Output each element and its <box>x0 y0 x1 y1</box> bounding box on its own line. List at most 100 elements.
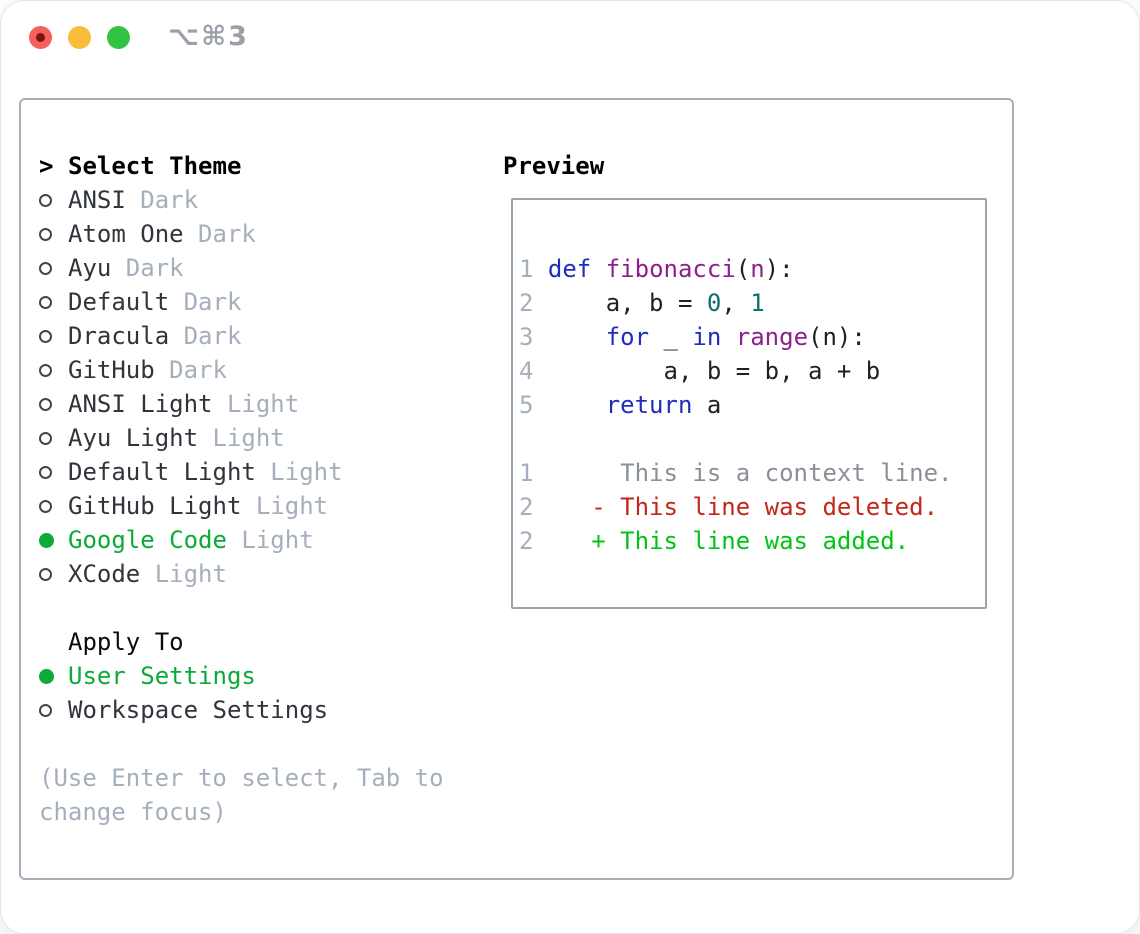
theme-item-label: Google Code <box>68 526 227 554</box>
code-token-pln: ( <box>735 255 751 283</box>
hint-text: (Use Enter to select, Tab to change focu… <box>39 761 444 829</box>
radio-selected-icon <box>39 532 68 548</box>
radio-icon <box>39 431 68 445</box>
code-token-ctx: This is a context line. <box>620 459 953 487</box>
theme-variant-label: Light <box>140 560 227 588</box>
theme-item-xcode[interactable]: XCode Light <box>39 557 444 591</box>
code-token-fn: fibonacci <box>605 255 736 283</box>
code-token-num: 2 <box>519 527 592 555</box>
code-preview: 1 def fibonacci(n): 2 a, b = 0, 1 3 for _ … <box>519 252 979 558</box>
radio-icon <box>39 295 68 309</box>
theme-item-ansi-light[interactable]: ANSI Light Light <box>39 387 444 421</box>
theme-variant-label: Light <box>226 526 314 554</box>
theme-item-dracula[interactable]: Dracula Dark <box>39 319 444 353</box>
code-line: 3 for _ in range(n): <box>519 320 979 354</box>
code-token-del: - This line was deleted. <box>591 493 939 521</box>
theme-item-github[interactable]: GitHub Dark <box>39 353 444 387</box>
apply-option-label: Workspace Settings <box>68 696 329 724</box>
theme-item-atom-one[interactable]: Atom One Dark <box>39 217 444 251</box>
radio-icon <box>39 499 68 513</box>
close-dot-icon <box>36 33 45 42</box>
theme-variant-label: Dark <box>169 288 242 316</box>
apply-to-heading: Apply To <box>39 625 444 659</box>
theme-item-label: Dracula <box>68 322 170 350</box>
code-token-num: 5 <box>519 391 548 419</box>
select-theme-heading: > Select Theme <box>39 149 444 183</box>
spacer <box>39 727 444 761</box>
apply-option-label: User Settings <box>68 662 256 690</box>
code-token-pln: a <box>692 391 722 419</box>
theme-item-label: Atom One <box>68 220 184 248</box>
theme-variant-label: Light <box>241 492 329 520</box>
window-title: ⌥⌘3 <box>168 21 249 52</box>
code-token-pln <box>548 323 606 351</box>
blank-line <box>519 422 979 456</box>
theme-item-label: XCode <box>68 560 141 588</box>
theme-item-label: Ayu <box>68 254 112 282</box>
caret-icon: > <box>39 152 54 180</box>
code-token-pln <box>591 255 605 283</box>
code-token-pln: _ <box>649 323 693 351</box>
theme-item-label: ANSI <box>68 186 126 214</box>
maximize-button[interactable] <box>107 26 130 49</box>
theme-variant-label: Light <box>212 390 300 418</box>
code-token-kw: in <box>692 323 722 351</box>
radio-icon <box>39 363 68 377</box>
radio-icon <box>39 567 68 581</box>
close-button[interactable] <box>29 26 52 49</box>
code-token-pln <box>548 391 606 419</box>
code-token-pln: a, b = <box>547 289 707 317</box>
code-token-pln: ): <box>764 255 794 283</box>
apply-option-user-settings[interactable]: User Settings <box>39 659 444 693</box>
diff-line: 2 - This line was deleted. <box>519 490 979 524</box>
code-token-lit: 0 <box>706 289 722 317</box>
apply-option-workspace-settings[interactable]: Workspace Settings <box>39 693 444 727</box>
titlebar: ⌥⌘3 <box>1 1 1139 73</box>
code-token-add: + This line was added. <box>591 527 910 555</box>
code-token-num: 2 <box>519 493 592 521</box>
theme-item-ayu-light[interactable]: Ayu Light Light <box>39 421 444 455</box>
radio-icon <box>39 329 68 343</box>
preview-box: 1 def fibonacci(n): 2 a, b = 0, 1 3 for _ … <box>511 198 987 609</box>
radio-icon <box>39 465 68 479</box>
theme-item-ayu[interactable]: Ayu Dark <box>39 251 444 285</box>
code-token-num: 2 <box>519 289 548 317</box>
spacer <box>39 591 444 625</box>
theme-item-ansi[interactable]: ANSI Dark <box>39 183 444 217</box>
theme-variant-label: Dark <box>183 220 256 248</box>
code-token-lit: 1 <box>750 289 765 317</box>
code-token-num: 1 <box>519 459 621 487</box>
code-line: 4 a, b = b, a + b <box>519 354 979 388</box>
theme-variant-label: Light <box>198 424 285 452</box>
select-theme-label: Select Theme <box>68 152 242 180</box>
theme-item-label: Default <box>68 288 170 316</box>
radio-icon <box>39 397 68 411</box>
minimize-button[interactable] <box>68 26 91 49</box>
code-token-kw: return <box>605 391 693 419</box>
apply-to-label: Apply To <box>68 628 184 656</box>
theme-variant-label: Dark <box>154 356 227 384</box>
diff-line: 1 This is a context line. <box>519 456 979 490</box>
diff-line: 2 + This line was added. <box>519 524 979 558</box>
radio-icon <box>39 193 68 207</box>
theme-item-label: GitHub Light <box>68 492 242 520</box>
theme-item-label: GitHub <box>68 356 155 384</box>
code-token-num: 1 <box>519 255 548 283</box>
theme-item-google-code[interactable]: Google Code Light <box>39 523 444 557</box>
theme-item-default[interactable]: Default Dark <box>39 285 444 319</box>
theme-item-default-light[interactable]: Default Light Light <box>39 455 444 489</box>
preview-heading: Preview <box>503 152 605 180</box>
code-token-pln: , <box>721 289 751 317</box>
code-line: 5 return a <box>519 388 979 422</box>
radio-icon <box>39 227 68 241</box>
code-token-num: 4 <box>519 357 548 385</box>
theme-item-label: Ayu Light <box>68 424 199 452</box>
code-line: 1 def fibonacci(n): <box>519 252 979 286</box>
theme-item-label: Default Light <box>68 458 256 486</box>
theme-item-github-light[interactable]: GitHub Light Light <box>39 489 444 523</box>
